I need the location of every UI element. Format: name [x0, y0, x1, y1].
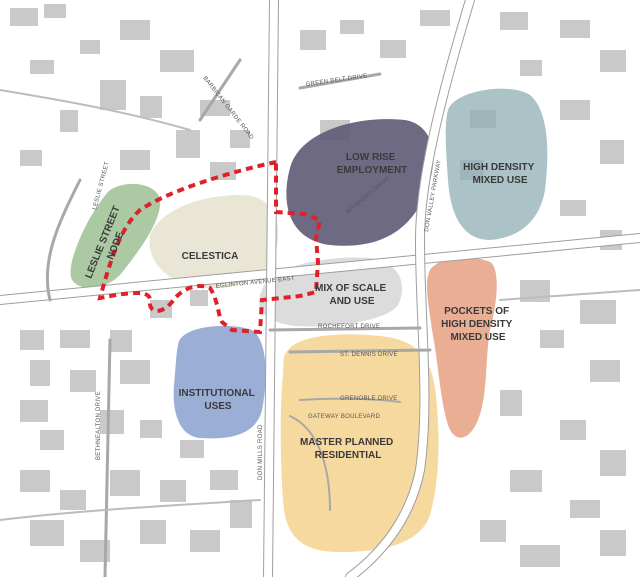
street-gateway: GATEWAY BOULEVARD — [308, 414, 380, 420]
study-area-boundary — [97, 159, 323, 335]
street-grenoble: GRENOBLE DRIVE — [340, 396, 398, 402]
label-celestica: CELESTICA — [182, 251, 239, 262]
label-pockets-high-density: POCKETS OF HIGH DENSITY MIXED USE — [441, 306, 515, 343]
street-bethnealton: BETHNEALTON DRIVE — [96, 391, 102, 460]
label-master-planned-residential: MASTER PLANNED RESIDENTIAL — [300, 437, 396, 461]
street-st-dennis: ST. DENNIS DRIVE — [340, 352, 398, 358]
zone-master-planned-residential[interactable] — [280, 334, 439, 552]
label-low-rise-employment: LOW RISE EMPLOYMENT — [337, 152, 408, 176]
zone-institutional-uses[interactable] — [173, 325, 266, 439]
zone-celestica[interactable] — [149, 195, 279, 289]
zone-low-rise-employment[interactable] — [286, 119, 434, 246]
street-rochefort: ROCHEFORT DRIVE — [318, 324, 380, 330]
zone-labels: LOW RISE EMPLOYMENT HIGH DENSITY MIXED U… — [84, 152, 537, 461]
label-institutional-uses: INSTITUTIONAL USES — [179, 388, 258, 412]
label-mix-of-scale: MIX OF SCALE AND USE — [315, 283, 389, 307]
zone-high-density-mixed-use[interactable] — [445, 88, 548, 241]
label-high-density-mixed-use: HIGH DENSITY MIXED USE — [463, 162, 537, 186]
zone-pockets-high-density[interactable] — [426, 257, 497, 438]
street-don-mills: DON MILLS ROAD — [258, 424, 264, 480]
